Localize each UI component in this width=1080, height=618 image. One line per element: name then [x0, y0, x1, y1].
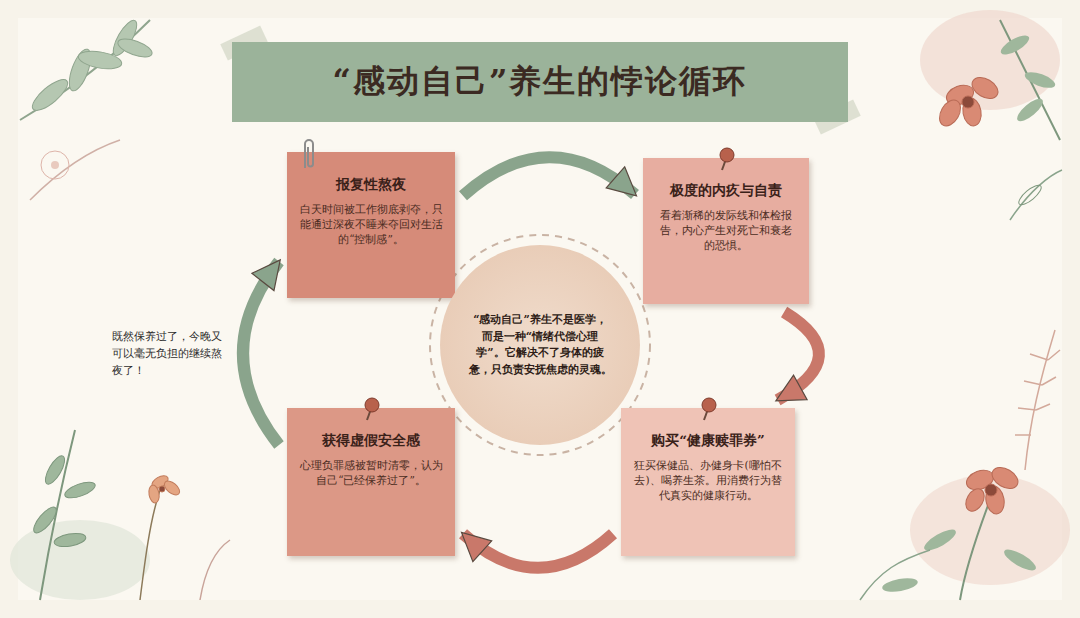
- edge-label: 既然保养过了，今晚又可以毫无负担的继续熬夜了！: [109, 326, 229, 381]
- flowers: [860, 463, 1070, 600]
- dashed-ring: [430, 235, 650, 455]
- note-heading: 获得虚假安全感: [299, 432, 443, 450]
- pushpin: [695, 396, 721, 422]
- title: “感动自己”养生的悖论循环: [333, 60, 748, 104]
- sticky-note: 购买“健康赎罪券” 狂买保健品、办健身卡(哪怕不去)、喝养生茶。用消费行为替代真实…: [621, 408, 795, 556]
- summary-circle: “感动自己”养生不是医学，而是一种“情绪代偿心理学”。它解决不了身体的疲惫，只负…: [440, 245, 640, 445]
- note-body: 白天时间被工作彻底剥夺，只能通过深夜不睡来夺回对生活的“控制感”。: [299, 202, 443, 248]
- note-body: “感动自己”养生不是医学，而是一种“情绪代偿心理学”。它解决不了身体的疲惫，只负…: [468, 312, 612, 378]
- sticky-note: 报复性熬夜白天时间被工作彻底剥夺，只能通过深夜不睡来夺回对生活的“控制感”。: [287, 152, 455, 298]
- pushpin: [358, 396, 384, 422]
- cycle-arrow: [778, 312, 819, 400]
- note-heading: 极度的内疚与自责: [655, 182, 797, 200]
- note-body: 看着渐稀的发际线和体检报告，内心产生对死亡和衰老的恐惧。: [655, 208, 797, 254]
- note-heading: 购买“健康赎罪券”: [633, 432, 783, 450]
- cycle-arrow: [463, 157, 635, 196]
- leaves: [10, 430, 230, 600]
- leaves: [20, 17, 154, 200]
- cycle-arrow: [243, 262, 279, 446]
- pushpin: [713, 146, 739, 172]
- note-body: 狂买保健品、办健身卡(哪怕不去)、喝养生茶。用消费行为替代真实的健康行动。: [633, 458, 783, 504]
- note-heading: 报复性熬夜: [299, 176, 443, 194]
- note-body: 心理负罪感被暂时清零，认为自己“已经保养过了”。: [299, 458, 443, 488]
- cycle-arrow: [463, 534, 613, 568]
- flowers: [920, 10, 1062, 220]
- fern: [1015, 330, 1060, 470]
- paperclip: [299, 138, 319, 172]
- title-banner: “感动自己”养生的悖论循环: [232, 42, 848, 122]
- sticky-note: 极度的内疚与自责看着渐稀的发际线和体检报告，内心产生对死亡和衰老的恐惧。: [643, 158, 809, 304]
- sticky-note: 获得虚假安全感心理负罪感被暂时清零，认为自己“已经保养过了”。: [287, 408, 455, 556]
